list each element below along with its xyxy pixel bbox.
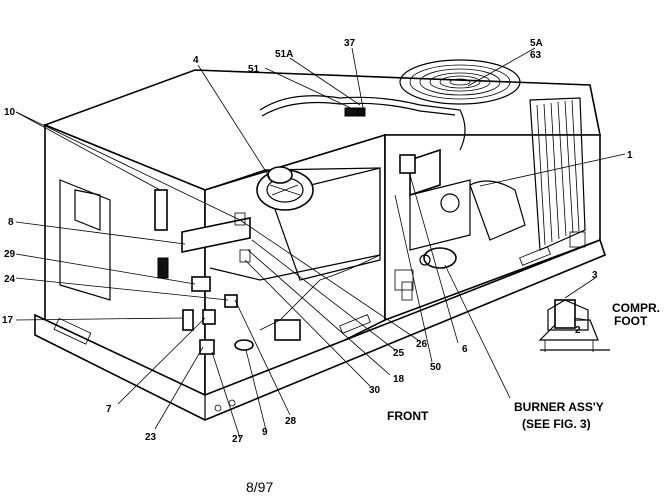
compr-foot-label-line1: COMPR. [612, 301, 660, 315]
control-box [154, 189, 301, 355]
front-label: FRONT [387, 409, 429, 423]
callout-37: 37 [344, 38, 356, 49]
callout-8-left: 8 [8, 217, 14, 228]
callout-9: 9 [262, 427, 268, 438]
wiring [259, 254, 381, 331]
callout-51: 51 [248, 64, 260, 75]
callout-51a: 51A [275, 49, 293, 60]
callout-7: 7 [106, 404, 112, 415]
callout-28: 28 [285, 416, 297, 427]
callout-numbers: 1 2 3 4 5A 63 37 51A 51 10 8 29 24 17 7 … [2, 38, 633, 445]
callout-17: 17 [2, 315, 14, 326]
callout-3: 3 [592, 270, 598, 281]
compressor-foot-inset [538, 299, 610, 352]
compr-foot-label-line2: FOOT [614, 314, 648, 328]
callout-5a: 5A [530, 38, 543, 49]
callout-6-b: 6 [462, 344, 468, 355]
callout-4: 4 [193, 55, 199, 66]
callout-2: 2 [575, 325, 581, 336]
unit-cabinet [34, 69, 606, 421]
callout-50: 50 [430, 362, 442, 373]
callout-30: 30 [369, 385, 381, 396]
revision-date: 8/97 [246, 479, 273, 495]
callout-18: 18 [393, 374, 405, 385]
compressor-section [394, 148, 586, 301]
text-labels: COMPR. FOOT FRONT BURNER ASS'Y (SEE FIG.… [387, 301, 660, 431]
callout-23: 23 [145, 432, 157, 443]
callout-24: 24 [4, 274, 16, 285]
burner-assy-label: BURNER ASS'Y [514, 400, 604, 414]
callout-25: 25 [393, 348, 405, 359]
evaporator-section [59, 167, 381, 301]
refrigerant-piping [259, 95, 466, 151]
condenser-coil-grille [529, 97, 586, 251]
burner-assy-note: (SEE FIG. 3) [522, 417, 591, 431]
callout-10: 10 [4, 107, 16, 118]
callout-63: 63 [530, 50, 542, 61]
callout-26: 26 [416, 339, 428, 350]
condenser-fan-icon [399, 59, 521, 105]
leader-lines [15, 47, 626, 439]
callout-27: 27 [232, 434, 244, 445]
callout-1: 1 [627, 150, 633, 161]
callout-29: 29 [4, 249, 16, 260]
